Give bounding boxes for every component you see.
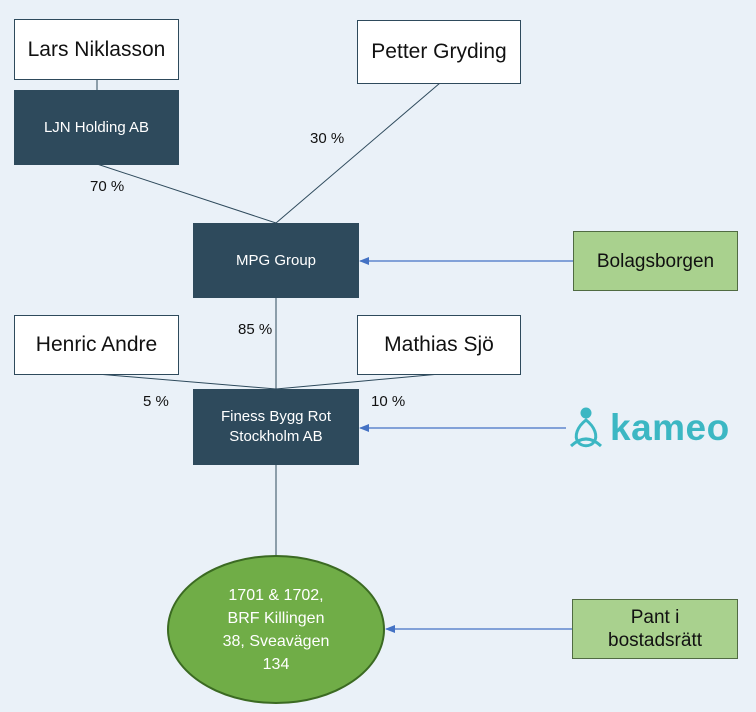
line-petter-mpg <box>275 82 441 224</box>
pct-henric-finess: 5 % <box>143 393 169 410</box>
kameo-wordmark: kameo <box>610 407 730 448</box>
pct-ljn-mpg: 70 % <box>90 178 125 195</box>
node-mathias-sjo: Mathias Sjö <box>357 315 521 375</box>
line-henric-finess <box>96 373 277 390</box>
pct-mathias-finess: 10 % <box>371 393 406 410</box>
node-bolagsborgen: Bolagsborgen <box>573 231 738 291</box>
pct-petter-mpg: 30 % <box>310 130 345 147</box>
pant-line-2: bostadsrätt <box>608 630 702 651</box>
finess-line-1: Finess Bygg Rot <box>220 408 332 425</box>
node-finess-bygg-rot: Finess Bygg Rot Stockholm AB <box>193 389 359 465</box>
node-lars-niklasson: Lars Niklasson <box>14 19 179 80</box>
line-ljn-mpg <box>96 163 277 224</box>
pant-line-1: Pant i <box>630 607 680 628</box>
node-mpg-group: MPG Group <box>193 223 359 298</box>
finess-line-2: Stockholm AB <box>229 428 323 445</box>
node-property: 1701 & 1702, BRF Killingen 38, Sveavägen… <box>167 555 385 704</box>
line-mathias-finess <box>275 373 441 390</box>
property-line-2: BRF Killingen <box>227 609 325 627</box>
node-pant-i-bostadsratt: Pant i bostadsrätt <box>572 599 738 659</box>
node-ljn-holding: LJN Holding AB <box>14 90 179 165</box>
kameo-logo: kameo <box>568 402 743 454</box>
property-line-1: 1701 & 1702, <box>228 586 324 604</box>
property-line-4: 134 <box>262 655 290 673</box>
property-line-3: 38, Sveavägen <box>222 632 330 650</box>
kameo-logo-icon <box>569 407 603 448</box>
node-petter-gryding: Petter Gryding <box>357 20 521 84</box>
pct-mpg-finess: 85 % <box>238 321 273 338</box>
node-henric-andre: Henric Andre <box>14 315 179 375</box>
